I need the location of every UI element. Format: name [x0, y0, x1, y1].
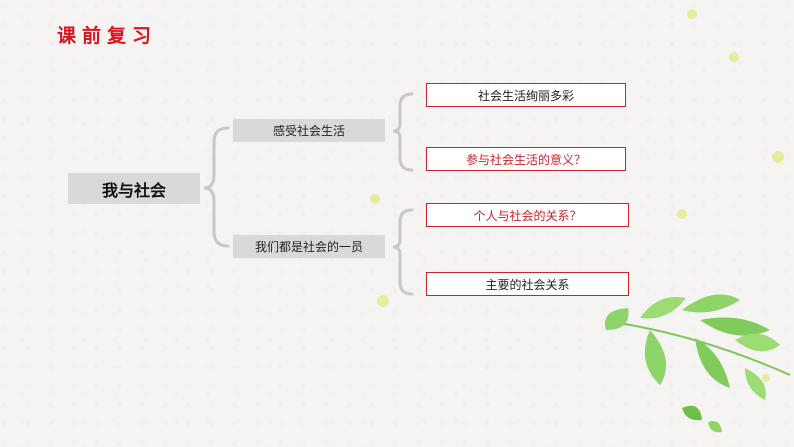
dot: [370, 194, 380, 204]
leaf-node-individual-society-relation: 个人与社会的关系？: [426, 203, 629, 227]
leaf-node-main-social-relations: 主要的社会关系: [426, 272, 629, 296]
dot: [687, 9, 697, 19]
dot: [729, 52, 739, 62]
decorative-dots: [370, 9, 784, 382]
bracket-branch-1: [392, 92, 414, 172]
branch-node-member-of-society: 我们都是社会的一员: [233, 235, 385, 258]
dot: [377, 295, 389, 307]
leaf-branch: [604, 294, 791, 433]
dot: [677, 209, 687, 219]
bracket-root: [203, 126, 230, 248]
leaf-node-colorful-life: 社会生活绚丽多彩: [426, 83, 626, 107]
root-node: 我与社会: [68, 173, 200, 204]
dot: [772, 151, 784, 163]
dot: [762, 374, 770, 382]
brackets: [203, 92, 414, 296]
page-title: 课前复习: [57, 25, 158, 47]
leaf-node-participation-meaning: 参与社会生活的意义？: [426, 147, 626, 171]
branch-node-feel-social-life: 感受社会生活: [233, 119, 385, 142]
bracket-branch-2: [392, 208, 414, 296]
